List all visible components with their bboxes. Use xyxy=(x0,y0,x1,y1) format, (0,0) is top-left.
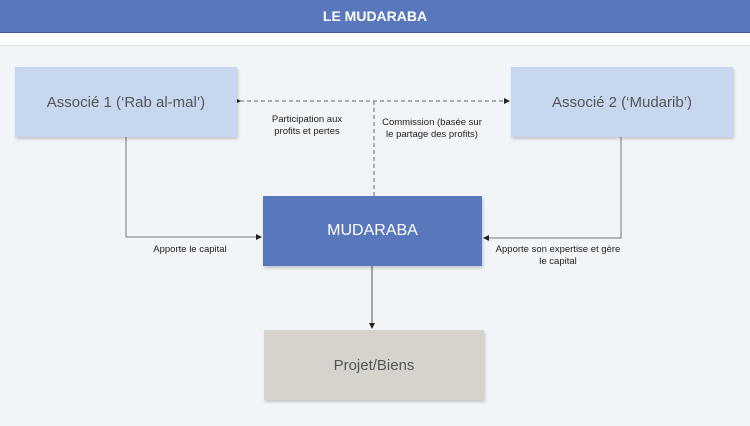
node-associe-1: Associé 1 (‘Rab al-mal’) xyxy=(15,67,237,137)
expertise-arrow xyxy=(483,137,622,241)
node-mudaraba: MUDARABA xyxy=(263,196,482,266)
page-title: LE MUDARABA xyxy=(0,0,750,33)
label-capital: Apporte le capital xyxy=(153,244,227,255)
label-commission: Commission (basée sur le partage des pro… xyxy=(382,117,482,140)
node-projet: Projet/Biens xyxy=(264,330,484,400)
node-associe-2: Associé 2 (‘Mudarib’) xyxy=(511,67,733,137)
capital-arrow xyxy=(125,137,262,240)
label-participation: Participation aux profits et pertes xyxy=(271,114,343,137)
label-expertise: Apporte son expertise et gère le capital xyxy=(495,244,621,267)
